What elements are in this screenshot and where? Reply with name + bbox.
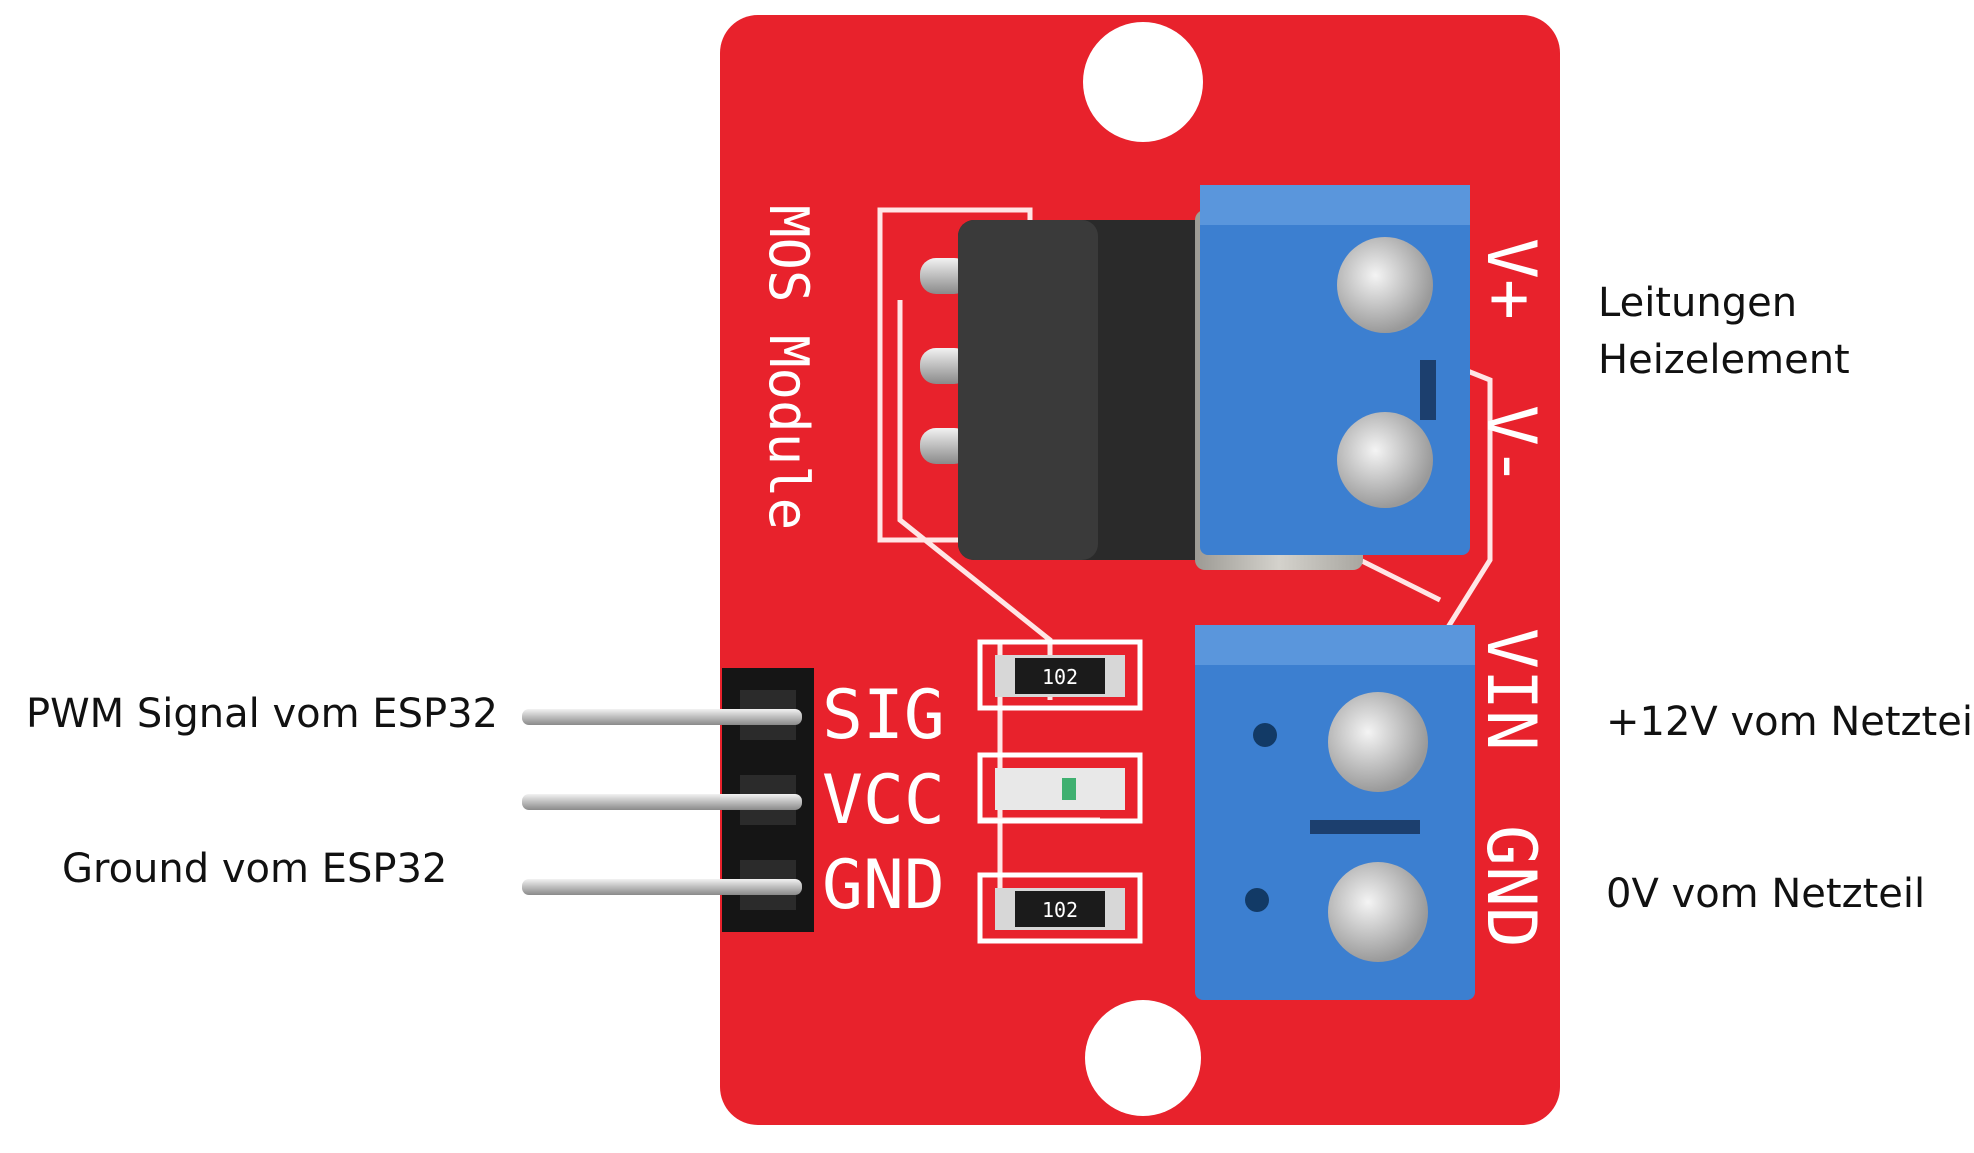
resistor-code-bottom: 102: [1042, 898, 1078, 922]
header-pin-vcc: [522, 794, 802, 810]
led-vcc: [995, 768, 1125, 810]
screw-vin: [1328, 692, 1428, 792]
annotation-gnd: 0V vom Netzteil: [1606, 871, 1926, 917]
annotation-pwm-signal: PWM Signal vom ESP32: [26, 691, 498, 737]
led-vcc-die: [1062, 778, 1076, 800]
resistor-code-top: 102: [1042, 665, 1078, 689]
header-pin-gnd: [522, 879, 802, 895]
board-title: MOS Module: [757, 205, 820, 530]
pin-label-gnd: GND: [822, 846, 945, 925]
resistor-outline-top: [977, 639, 1143, 711]
terminal-divider-output: [1420, 360, 1436, 420]
screw-vminus: [1337, 412, 1433, 508]
led-outline: [977, 752, 1143, 824]
annotation-vin: +12V vom Netzteil: [1606, 699, 1974, 745]
terminal-block-input-shade: [1195, 625, 1475, 665]
terminal-hole-gnd: [1245, 888, 1269, 912]
mounting-hole-top: [1083, 22, 1203, 142]
terminal-hole-vin: [1253, 723, 1277, 747]
annotation-heater-line2: Heizelement: [1598, 337, 1850, 383]
screw-vplus: [1337, 237, 1433, 333]
terminal-label-vin: VIN: [1471, 628, 1550, 751]
resistor-outline-bottom: [977, 872, 1143, 944]
screw-gnd: [1328, 862, 1428, 962]
pin-label-sig: SIG: [822, 676, 945, 755]
terminal-block-output-shade: [1200, 185, 1470, 225]
terminal-label-vminus: V-: [1471, 405, 1550, 487]
mounting-hole-bottom: [1085, 1000, 1201, 1116]
annotation-heater-line1: Leitungen: [1598, 280, 1798, 326]
resistor-bottom-body: [1015, 891, 1105, 927]
pin-label-vcc: VCC: [822, 761, 945, 840]
annotation-ground: Ground vom ESP32: [62, 846, 448, 892]
terminal-block-input: [1195, 625, 1475, 1000]
mosfet-legs: [920, 258, 970, 464]
terminal-divider-input: [1310, 820, 1420, 834]
header-pin-sig: [522, 709, 802, 725]
terminal-label-vplus: V+: [1471, 238, 1550, 320]
terminal-label-gnd: GND: [1471, 825, 1550, 948]
resistor-top-body: [1015, 658, 1105, 694]
mosfet-body-shade: [958, 220, 1098, 560]
